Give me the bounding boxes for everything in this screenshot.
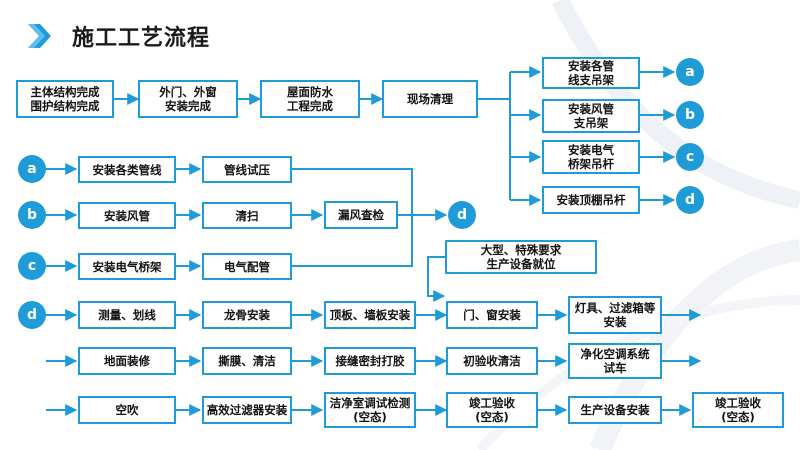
connector-b-out: b — [676, 101, 704, 129]
step-leak-check: 漏风查检 — [324, 201, 398, 229]
page-title: 施工工艺流程 — [72, 26, 211, 51]
step-film: 撕膜、清洁 — [202, 347, 292, 375]
step-hepa: 高效过滤器安装 — [202, 396, 292, 424]
connector-c-out: c — [676, 143, 704, 171]
page-header: 施工工艺流程 — [26, 20, 210, 52]
step-hvac-trial: 净化空调系统 试车 — [568, 343, 662, 379]
connector-d-merge: d — [448, 201, 476, 229]
connector-b-in: b — [18, 201, 46, 229]
step-hanger-pipes: 安装各管 线支吊架 — [542, 57, 640, 89]
step-hanger-ceiling: 安装顶棚吊杆 — [542, 186, 640, 214]
step-cleanroom-test: 洁净室调试检测 (空态) — [324, 392, 416, 428]
step-install-tray: 安装电气桥架 — [78, 253, 176, 280]
step-air-blow: 空吹 — [78, 396, 176, 424]
step-doors-windows: 门、窗安装 — [446, 301, 538, 329]
step-initial-clean: 初验收清洁 — [446, 347, 538, 375]
step-electrical: 电气配管 — [202, 253, 292, 280]
connector-d-in: d — [18, 301, 46, 329]
step-production-equipment: 生产设备安装 — [568, 396, 662, 424]
connector-c-in: c — [18, 252, 46, 280]
step-sweep: 清扫 — [202, 202, 292, 229]
step-completion-1: 竣工验收 (空态) — [446, 392, 538, 428]
step-completion-2: 竣工验收 (空态) — [692, 392, 784, 428]
connector-d-out: d — [676, 186, 704, 214]
step-roof-waterproof: 屋面防水 工程完成 — [260, 80, 360, 118]
step-large-equipment: 大型、特殊要求 生产设备就位 — [445, 240, 597, 274]
step-main-structure: 主体结构完成 围护结构完成 — [16, 80, 114, 118]
step-keel: 龙骨安装 — [202, 301, 292, 329]
connector-a-in: a — [18, 155, 46, 183]
step-survey: 测量、划线 — [78, 301, 176, 329]
step-panels: 顶板、墙板安装 — [324, 301, 416, 329]
step-floor: 地面装修 — [78, 347, 176, 375]
step-site-cleanup: 现场清理 — [382, 80, 478, 118]
step-hanger-tray: 安装电气 桥架吊杆 — [542, 140, 640, 174]
step-sealant: 接缝密封打胶 — [324, 347, 416, 375]
step-outer-doors-windows: 外门、外窗 安装完成 — [138, 80, 238, 118]
chevron-right-icon — [28, 24, 51, 48]
step-install-pipes: 安装各类管线 — [78, 156, 176, 183]
step-install-ducts: 安装风管 — [78, 202, 176, 229]
step-lamps: 灯具、过滤箱等 安装 — [568, 296, 662, 334]
step-hanger-ducts: 安装风管 支吊架 — [542, 99, 640, 133]
step-pressure-test: 管线试压 — [202, 156, 292, 183]
connector-a-out: a — [676, 58, 704, 86]
